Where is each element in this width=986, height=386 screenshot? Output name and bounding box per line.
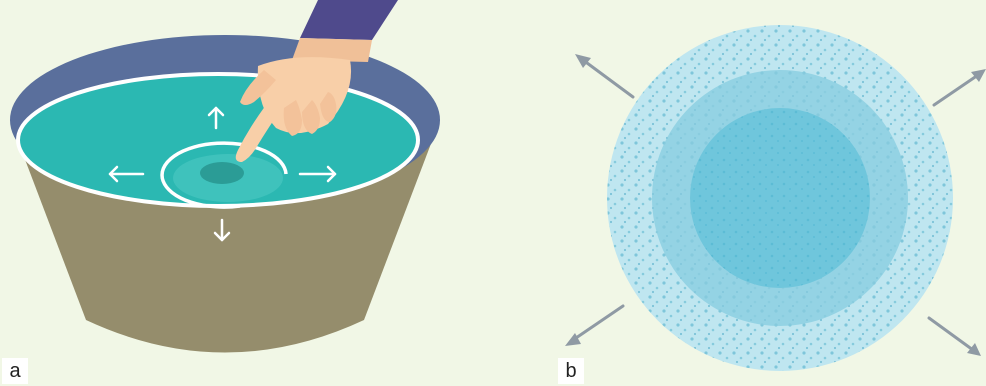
panel-label-b: b [558,358,584,384]
panel-b-expanding-sphere: b [493,0,986,386]
expanding-sphere-illustration [493,0,986,386]
water-bowl-illustration [0,0,493,386]
panel-a-water-bowl: a [0,0,493,386]
arrow-down-right-icon [929,318,981,356]
sphere-core-texture [690,108,870,288]
arrow-down-left-icon [565,306,623,346]
arrow-up-right-icon [934,69,986,105]
arrow-up-left-icon [575,54,633,97]
touch-point [200,162,244,184]
panel-label-a: a [2,358,28,384]
